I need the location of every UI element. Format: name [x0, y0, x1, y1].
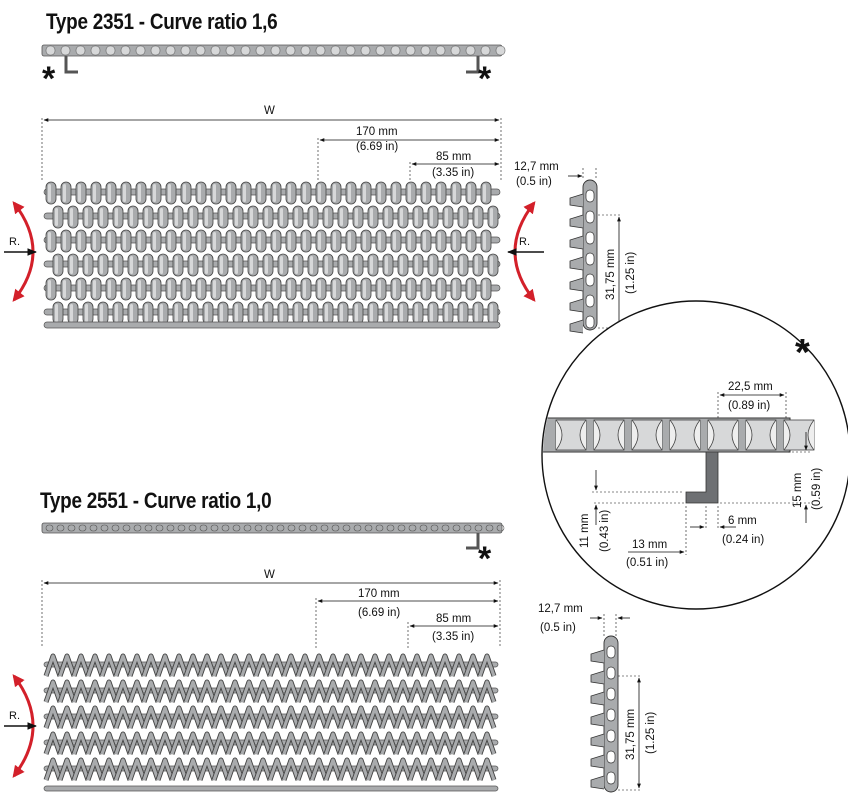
dim-15-mm: 15 mm	[792, 473, 804, 508]
side-view-2351: 12,7 mm (0.5 in) 31,75 mm (1.25 in)	[514, 161, 637, 334]
curve-arrows-2551: R.	[4, 674, 37, 778]
height-in-2351: (1.25 in)	[625, 252, 637, 294]
dim-22-5-mm: 22,5 mm	[728, 381, 773, 393]
radius-label-left-2351: R.	[9, 236, 20, 248]
height-mm-2551: 31,75 mm	[625, 709, 637, 760]
detail-circle: * 22,5 mm (0.89 in) 15 mm (0.59 in) 11 m…	[541, 300, 848, 610]
radius-label-2551: R.	[9, 710, 20, 722]
asterisk-2551: *	[478, 540, 492, 578]
asterisk-right: *	[478, 60, 492, 98]
dim-22-5-in: (0.89 in)	[728, 400, 770, 412]
width-label-2351: W	[264, 105, 275, 117]
curve-arrows-2351: R. R.	[4, 201, 544, 302]
title-type-2351: Type 2351 - Curve ratio 1,6	[46, 9, 278, 34]
dim-6-mm: 6 mm	[728, 515, 757, 527]
dim-170-in-2351: (6.69 in)	[356, 141, 398, 153]
asterisk-detail: *	[795, 332, 810, 374]
dim-170-in-2551: (6.69 in)	[358, 607, 400, 619]
dim-6-in: (0.24 in)	[722, 534, 764, 546]
height-in-2551: (1.25 in)	[645, 712, 657, 754]
pitch-in-2551: (0.5 in)	[540, 622, 576, 634]
height-mm-2351: 31,75 mm	[605, 249, 617, 300]
pitch-mm-2351: 12,7 mm	[514, 161, 559, 173]
dim-85-mm-2551: 85 mm	[436, 613, 471, 625]
belt-2351-top-view	[43, 181, 501, 329]
radius-label-right-2351: R.	[519, 236, 530, 248]
asterisk-left: *	[42, 60, 56, 98]
dim-11-in: (0.43 in)	[599, 510, 611, 552]
side-view-2551: 12,7 mm (0.5 in) 31,75 mm (1.25 in)	[538, 603, 657, 793]
dim-170-mm-2551: 170 mm	[358, 588, 400, 600]
dim-11-mm: 11 mm	[579, 514, 591, 548]
belt-2351-dimensions: W 170 mm (6.69 in) 85 mm (3.35 in)	[41, 105, 502, 182]
belt-2551-top-view	[43, 653, 499, 792]
dim-85-mm-2351: 85 mm	[436, 151, 471, 163]
width-label-2551: W	[264, 569, 275, 581]
dim-13-in: (0.51 in)	[626, 557, 668, 569]
dim-13-mm: 13 mm	[632, 539, 667, 551]
dim-15-in: (0.59 in)	[811, 468, 823, 510]
pitch-in-2351: (0.5 in)	[516, 176, 552, 188]
dim-85-in-2551: (3.35 in)	[432, 631, 474, 643]
belt-2551-dimensions: W 170 mm (6.69 in) 85 mm (3.35 in)	[41, 569, 501, 648]
belt-2351-edge-view	[41, 44, 506, 74]
title-type-2551: Type 2551 - Curve ratio 1,0	[40, 488, 272, 513]
belt-2551-edge-view	[41, 522, 505, 550]
pitch-mm-2551: 12,7 mm	[538, 603, 583, 615]
dim-85-in-2351: (3.35 in)	[432, 167, 474, 179]
dim-170-mm-2351: 170 mm	[356, 126, 398, 138]
